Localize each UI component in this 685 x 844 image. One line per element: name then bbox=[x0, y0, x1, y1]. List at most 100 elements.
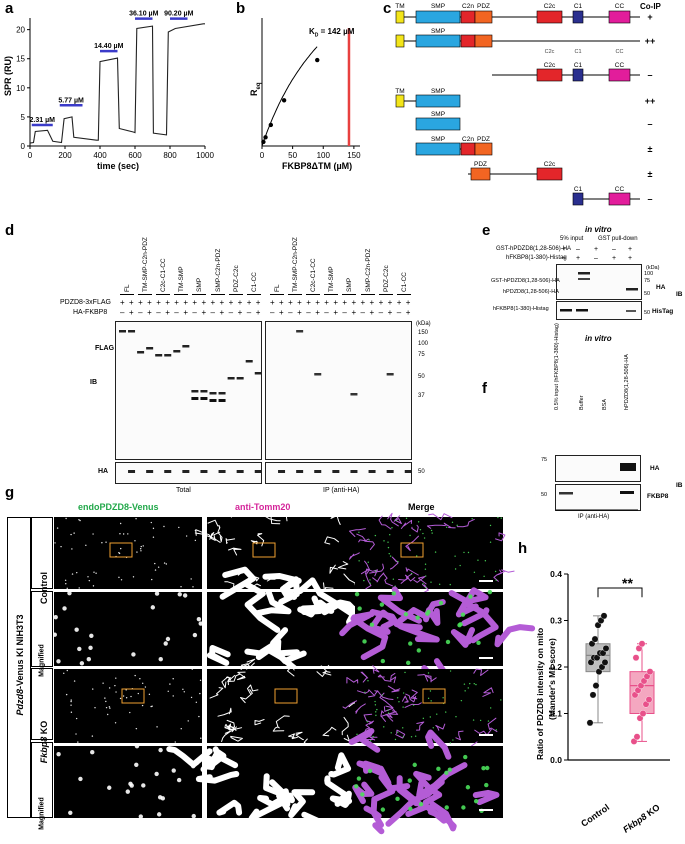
g-punctum bbox=[424, 563, 427, 565]
e-sign: + bbox=[576, 255, 581, 262]
d-band-total bbox=[146, 347, 154, 350]
g-mito-trace bbox=[237, 671, 246, 681]
g-punctum bbox=[79, 519, 81, 522]
g-punctum bbox=[410, 572, 413, 575]
g-roi-box bbox=[252, 542, 276, 558]
blot-ip-flag bbox=[265, 321, 412, 460]
b-xtick-label: 0 bbox=[260, 151, 265, 160]
g-mito-trace bbox=[322, 726, 337, 737]
g-punctum bbox=[154, 562, 156, 565]
c-domain-smp bbox=[415, 142, 461, 156]
g-punctum bbox=[114, 684, 116, 687]
g-punctum bbox=[141, 783, 146, 788]
g-punctum bbox=[180, 727, 182, 730]
kda-50: 50 bbox=[418, 374, 425, 380]
g-punctum bbox=[463, 754, 468, 760]
g-punctum bbox=[479, 719, 482, 722]
d-band-total bbox=[218, 399, 226, 402]
c-domain-c1 bbox=[572, 192, 584, 206]
g-punctum bbox=[176, 777, 182, 783]
g-punctum bbox=[199, 679, 202, 682]
h-ylabel-2: (Mander's M1 score) bbox=[547, 638, 557, 720]
e-sign: + bbox=[628, 255, 633, 262]
g-mito-trace bbox=[337, 561, 349, 570]
g-punctum bbox=[92, 585, 95, 587]
g-punctum bbox=[74, 627, 79, 632]
g-punctum bbox=[495, 729, 497, 731]
g-punctum bbox=[389, 555, 392, 557]
g-mito-trace bbox=[300, 599, 360, 616]
g-punctum bbox=[459, 564, 461, 567]
g-punctum bbox=[90, 749, 95, 755]
g-mito-trace bbox=[329, 564, 339, 574]
d-sign: + bbox=[201, 298, 207, 307]
c-domain-label: CC bbox=[615, 62, 625, 69]
b-data-point bbox=[281, 98, 287, 103]
g-punctum bbox=[53, 614, 58, 620]
g-punctum bbox=[56, 527, 59, 529]
g-punctum bbox=[473, 799, 479, 804]
g-mito-trace bbox=[356, 533, 367, 543]
panel-label-b: b bbox=[236, 0, 246, 17]
g-mito-trace bbox=[350, 615, 389, 661]
d-sign: + bbox=[405, 308, 411, 317]
c-domain-pdz bbox=[470, 167, 491, 181]
panel-label-f: f bbox=[482, 380, 487, 397]
g-punctum bbox=[71, 573, 74, 575]
d-lane-underline bbox=[378, 294, 393, 295]
g-punctum bbox=[405, 517, 408, 520]
g-punctum bbox=[158, 657, 163, 662]
c-domain-pdz bbox=[474, 10, 493, 24]
d-sign: + bbox=[237, 308, 243, 317]
g-punctum bbox=[196, 616, 202, 622]
h-ylabel-1: Ratio of PDZD8 intensity on mito bbox=[535, 627, 545, 760]
g-punctum bbox=[473, 682, 475, 685]
g-mito-trace bbox=[455, 599, 488, 627]
g-punctum bbox=[405, 660, 411, 666]
panel-e-ha: HA bbox=[656, 284, 666, 291]
f-band bbox=[559, 492, 573, 495]
g-punctum bbox=[374, 534, 377, 537]
g-punctum bbox=[157, 566, 160, 568]
g-mito-trace bbox=[217, 707, 232, 717]
panel-e-col1: 5% input bbox=[560, 236, 584, 242]
g-mito-trace bbox=[320, 664, 331, 673]
f-kda-75: 75 bbox=[541, 457, 548, 463]
g-punctum bbox=[183, 691, 185, 693]
g-mito-trace bbox=[360, 671, 369, 683]
g-mito-trace bbox=[254, 719, 265, 726]
g-mito-trace bbox=[287, 664, 295, 677]
g-mito-trace bbox=[348, 728, 381, 753]
d-sign: + bbox=[369, 308, 375, 317]
g-mito-trace bbox=[250, 540, 258, 545]
g-micrograph bbox=[52, 590, 203, 666]
g-mito-trace bbox=[378, 515, 392, 530]
d-lane-underline bbox=[228, 294, 243, 295]
g-mito-trace bbox=[349, 528, 366, 537]
g-punctum bbox=[75, 733, 77, 735]
g-punctum bbox=[485, 765, 490, 771]
g-punctum bbox=[120, 547, 122, 550]
c-coip-result: ++ bbox=[645, 96, 656, 106]
g-punctum bbox=[65, 693, 68, 696]
c-domain-label: CC bbox=[615, 186, 625, 193]
panel-d-ha: HA bbox=[98, 468, 109, 475]
g-punctum bbox=[356, 733, 358, 736]
e-band bbox=[560, 309, 572, 312]
d-sign: + bbox=[324, 298, 329, 307]
g-punctum bbox=[119, 522, 122, 525]
d-sign: + bbox=[237, 298, 243, 307]
g-punctum bbox=[374, 700, 376, 703]
g-punctum bbox=[387, 541, 389, 543]
g-punctum bbox=[494, 570, 497, 573]
e-kda-50: 50 bbox=[644, 291, 651, 297]
kda-75: 75 bbox=[418, 352, 425, 358]
d-sign: + bbox=[228, 298, 234, 307]
g-punctum bbox=[140, 550, 142, 552]
g-mito-trace bbox=[194, 532, 221, 543]
d-sign: + bbox=[165, 298, 170, 307]
e-band bbox=[576, 309, 588, 312]
g-punctum bbox=[452, 739, 454, 741]
panel-label-c: c bbox=[383, 0, 392, 17]
